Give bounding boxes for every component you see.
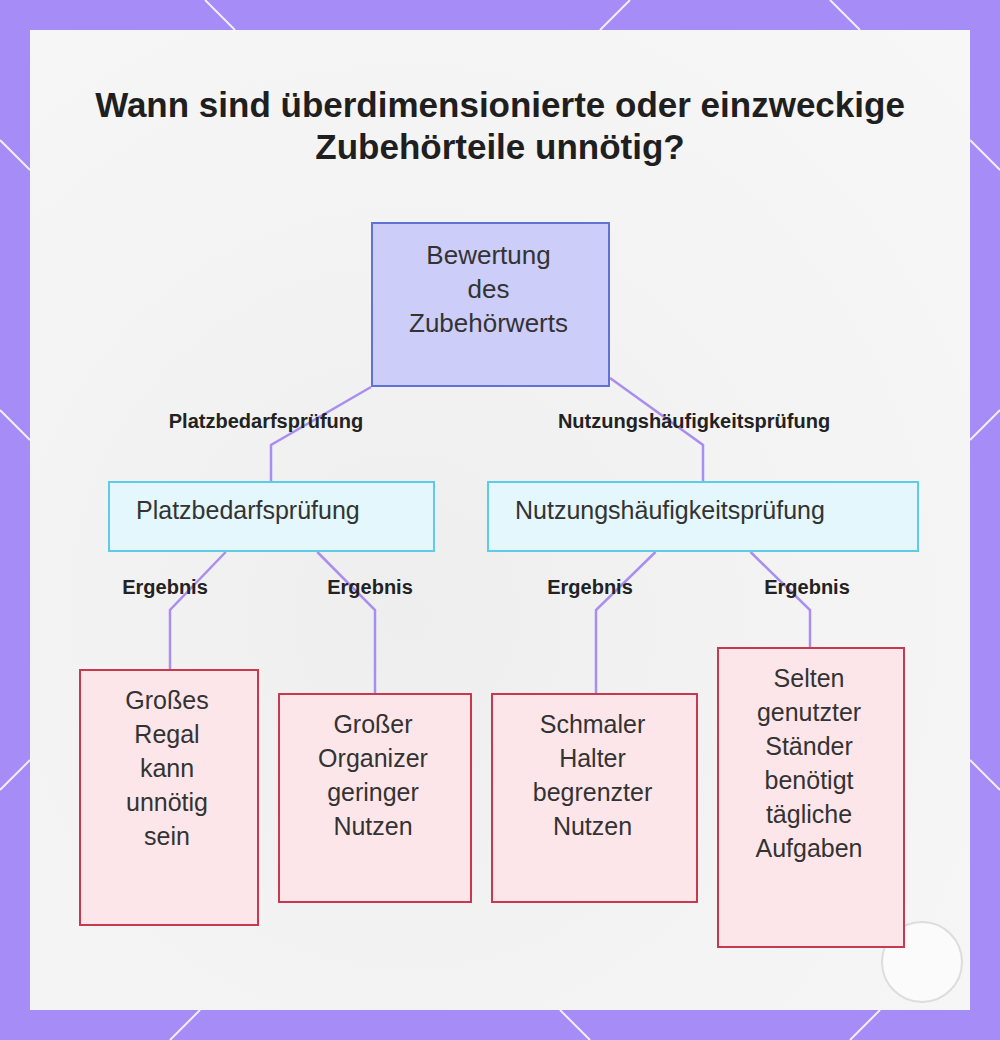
root-box: Bewertung des Zubehörwerts: [371, 222, 610, 387]
edge-label: Ergebnis: [327, 576, 413, 599]
edge-label: Ergebnis: [764, 576, 850, 599]
connector-line: [271, 387, 371, 481]
node-text: Schmaler Halter begrenzter Nutzen: [522, 707, 664, 843]
connector-line: [596, 552, 655, 693]
result-box: Schmaler Halter begrenzter Nutzen: [491, 693, 698, 903]
edge-label: Ergebnis: [547, 576, 633, 599]
result-box: Selten genutzter Ständer benötigt täglic…: [717, 647, 905, 948]
node-text: Großes Regal kann unnötig sein: [113, 683, 221, 853]
result-box: Großes Regal kann unnötig sein: [79, 669, 259, 926]
connector-line: [170, 552, 226, 669]
connector-line: [751, 552, 810, 647]
node-text: Platzbedarfsprüfung: [136, 493, 429, 527]
edge-label: Nutzungshäufigkeitsprüfung: [558, 410, 830, 433]
result-box: Großer Organizer geringer Nutzen: [278, 693, 472, 903]
node-text: Großer Organizer geringer Nutzen: [307, 707, 439, 843]
node-text: Selten genutzter Ständer benötigt täglic…: [745, 661, 873, 865]
edge-label: Platzbedarfsprüfung: [169, 410, 363, 433]
edge-label: Ergebnis: [122, 576, 208, 599]
connector-line: [317, 552, 375, 693]
node-text: Nutzungshäufigkeitsprüfung: [515, 493, 913, 527]
check-box: Platzbedarfsprüfung: [108, 481, 435, 552]
diagram-title: Wann sind überdimensionierte oder einzwe…: [80, 84, 920, 168]
node-text: Bewertung des Zubehörwerts: [409, 238, 569, 340]
check-box: Nutzungshäufigkeitsprüfung: [487, 481, 919, 552]
